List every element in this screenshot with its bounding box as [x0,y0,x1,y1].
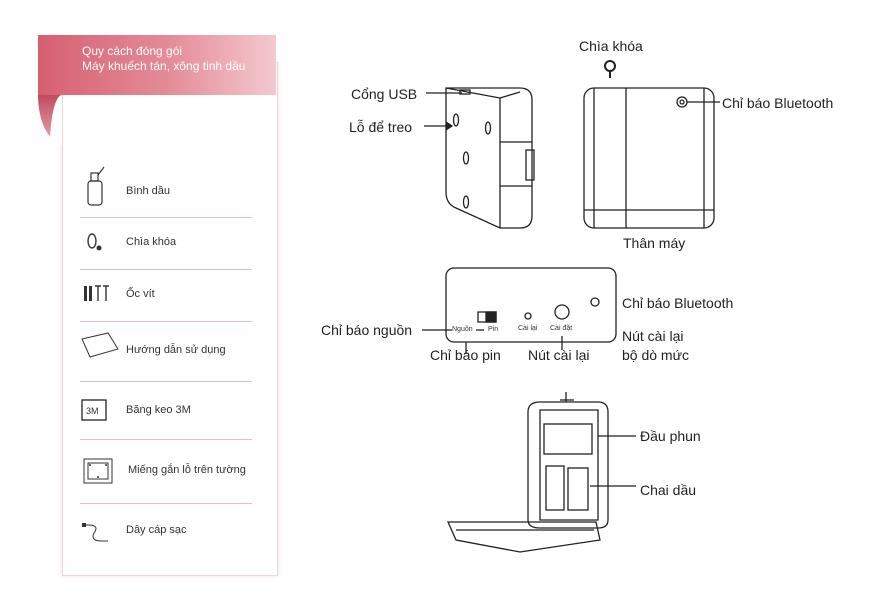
label-level-reset-line1: Nút cài lại [622,328,684,344]
label-reset-button: Nút cài lại [528,347,590,363]
list-item-oil-bottle: Bình dầu [80,165,252,218]
list-item-tape: 3M Băng keo 3M [80,381,252,440]
panel-label-setup: Cài đặt [550,325,573,332]
manual-icon [81,332,119,358]
label-power-indicator: Chỉ báo nguồn [321,322,413,338]
item-label: Chìa khóa [126,236,177,248]
panel-label-reset: Cài lại [518,325,538,332]
device-front-view [583,60,720,229]
label-nozzle: Đầu phun [640,428,701,444]
item-label: Bình dầu [126,185,171,197]
tape-icon [81,399,107,421]
tape-icon-text: 3M [86,406,99,416]
key-icon [87,233,102,251]
list-item-key: Chìa khóa [80,217,252,270]
item-label: Miếng gắn lỗ trên tường [128,464,246,476]
item-label: Băng keo 3M [126,404,191,416]
cable-icon [82,523,108,542]
packing-title-ribbon: Quy cách đóng gói Máy khuếch tán, xông t… [38,35,276,95]
oil-bottle-icon [87,166,105,206]
label-level-reset-line2: bộ dò mức [622,347,689,363]
label-bluetooth-indicator-panel: Chỉ báo Bluetooth [622,295,734,311]
panel-label-battery: Pin [488,326,499,333]
device-open-view [446,392,636,553]
label-bluetooth-indicator-top: Chỉ báo Bluetooth [722,95,834,111]
list-item-screws: Ốc vít [80,269,252,322]
device-back-view [424,87,535,229]
label-key: Chìa khóa [579,38,643,54]
ribbon-fold-inner [50,95,62,145]
label-oil-bottle: Chai dầu [640,482,697,498]
item-label: Hướng dẫn sử dụng [126,344,226,356]
screws-icon [84,285,109,301]
item-label: Ốc vít [126,288,155,300]
packing-title-line2: Máy khuếch tán, xông tinh dầu [82,59,246,73]
device-panel-view [422,267,617,354]
list-item-cable: Dây cáp sạc [80,503,252,555]
item-label: Dây cáp sạc [126,524,187,536]
label-usb-port: Cổng USB [351,86,418,102]
panel-label-power: Nguồn [452,326,473,333]
wall-mount-icon [83,458,113,484]
packing-title-line1: Quy cách đóng gói [82,44,183,58]
label-battery-indicator: Chỉ báo pin [430,347,501,363]
label-body: Thân máy [623,235,686,251]
list-item-manual: Hướng dẫn sử dụng [80,321,252,382]
packing-card [62,62,278,576]
list-item-wall-mount: Miếng gắn lỗ trên tường [80,439,252,504]
label-hanging-hole: Lỗ để treo [349,119,413,135]
